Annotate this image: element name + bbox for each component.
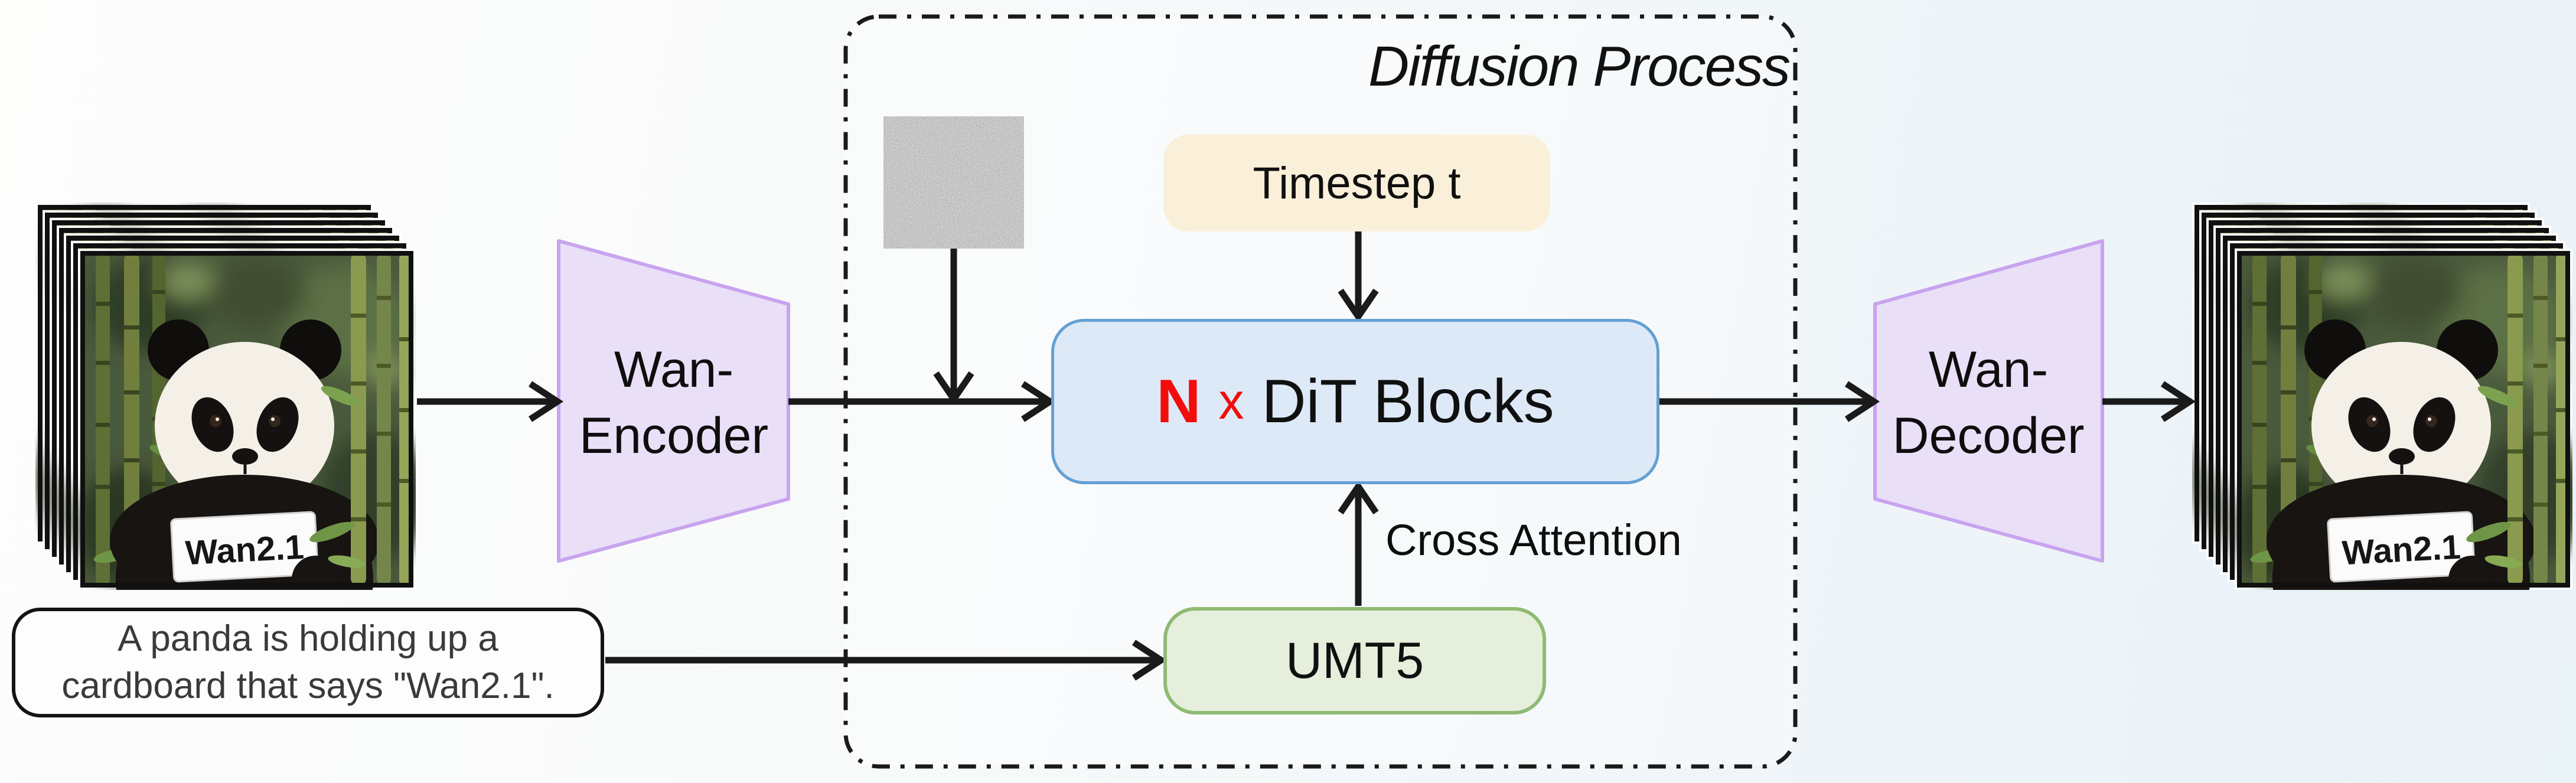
timestep-node: Timestep t <box>1163 135 1550 231</box>
output-video-frames <box>2192 203 2576 686</box>
wan-encoder-shape <box>557 239 790 563</box>
prompt-line-2: cardboard that says "Wan2.1". <box>61 665 555 706</box>
umt5-node: UMT5 <box>1163 607 1546 715</box>
cross-attention-label: Cross Attention <box>1385 516 1682 565</box>
wan-decoder-line-1: Wan- <box>1928 341 2049 398</box>
prompt-line-1: A panda is holding up a <box>118 618 498 659</box>
umt5-label: UMT5 <box>1285 632 1424 689</box>
prompt-text-box: A panda is holding up a cardboard that s… <box>12 608 604 717</box>
wan-encoder-line-2: Encoder <box>579 407 769 464</box>
arrow-noise-to-flow <box>933 248 974 405</box>
wan-decoder-label: Wan- Decoder <box>1873 337 2104 469</box>
arrow-prompt-to-umt5 <box>605 640 1168 681</box>
dit-n-count: N <box>1156 367 1201 436</box>
wan-decoder-line-2: Decoder <box>1892 407 2085 464</box>
arrow-dit-to-decoder <box>1659 381 1880 422</box>
dit-blocks-label: DiT Blocks <box>1261 367 1554 436</box>
diffusion-process-title: Diffusion Process <box>1368 35 1791 98</box>
dit-times-symbol: x <box>1218 373 1244 430</box>
arrow-encoder-to-dit <box>788 381 1057 422</box>
timestep-label: Timestep t <box>1253 158 1461 208</box>
wan-decoder-shape <box>1873 239 2104 563</box>
wan-encoder-line-1: Wan- <box>614 341 734 398</box>
arrow-decoder-to-frames <box>2102 381 2196 422</box>
wan-encoder-label: Wan- Encoder <box>559 337 789 469</box>
arrow-frames-to-encoder <box>417 381 564 422</box>
arrow-timestep-to-dit <box>1338 231 1379 322</box>
arrow-umt5-to-dit <box>1338 481 1379 606</box>
noise-latent-image <box>883 116 1024 249</box>
dit-blocks-node: N x DiT Blocks <box>1051 319 1659 484</box>
